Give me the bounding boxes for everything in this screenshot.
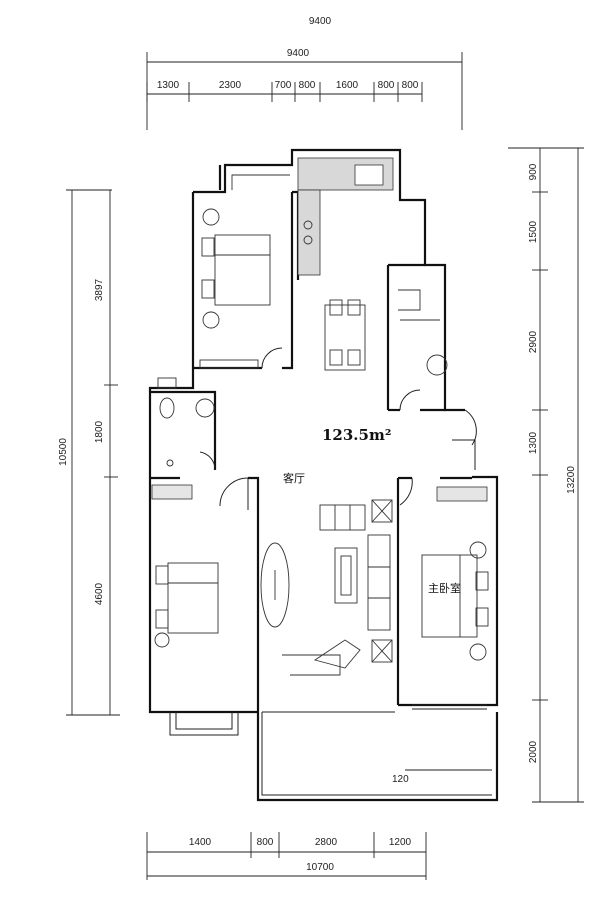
- left-seg-3: 4600: [94, 582, 105, 605]
- main-bathroom: [398, 289, 448, 411]
- window-sill: [157, 377, 177, 389]
- bottom-seg-2: 800: [257, 837, 274, 848]
- entrance: [452, 409, 477, 470]
- top-seg-4: 800: [299, 80, 316, 91]
- wardrobe: [151, 484, 193, 500]
- bed: [214, 234, 271, 306]
- pillow: [475, 571, 489, 591]
- pillow: [155, 609, 169, 629]
- side-table: [371, 499, 393, 523]
- southwest-bedroom: [151, 478, 249, 648]
- door-swing: [399, 389, 421, 411]
- balcony: 120: [392, 769, 492, 785]
- left-seg-2: 1800: [94, 420, 105, 443]
- nightstand-lamp-icon: [469, 541, 487, 559]
- right-dimension-chain: 900 1500 2900 1300 2000 13200: [508, 147, 584, 803]
- nightstand-lamp-icon: [202, 208, 220, 226]
- door-swing: [261, 347, 283, 369]
- top-overall-dim: 9400: [287, 48, 310, 59]
- master-bed: [421, 554, 478, 638]
- pillow: [155, 565, 169, 585]
- bottom-seg-4: 1200: [389, 837, 412, 848]
- sofa-top: [319, 504, 366, 531]
- top-seg-5: 1600: [336, 80, 359, 91]
- guest-bathroom: [157, 377, 216, 471]
- right-seg-5: 2000: [528, 740, 539, 763]
- bottom-dimension-chain: 1400 800 2800 1200 10700: [146, 832, 427, 880]
- coffee-table: [334, 547, 358, 604]
- kitchen-sink: [354, 164, 384, 186]
- washbasin-icon: [195, 398, 215, 418]
- top-seg-7: 800: [402, 80, 419, 91]
- dining-chair: [347, 299, 361, 316]
- top-seg-3: 700: [275, 80, 292, 91]
- entry-door-swing: [464, 409, 477, 446]
- dining-table: [324, 304, 366, 371]
- floor-drain-icon: [166, 459, 174, 467]
- top-overall-faint: 9400: [309, 16, 332, 27]
- nightstand-lamp-icon: [154, 632, 170, 648]
- top-seg-1: 1300: [157, 80, 180, 91]
- bed: [167, 562, 219, 634]
- kitchen: [231, 157, 394, 276]
- left-dimension-chain: 10500 3897 1800 4600: [58, 189, 120, 716]
- left-overall-dim: 10500: [58, 438, 69, 466]
- dining-chair: [347, 349, 361, 366]
- stove-burner-icon: [303, 220, 313, 230]
- dining-chair: [329, 299, 343, 316]
- interior-walls: [150, 190, 472, 705]
- pillow: [201, 237, 215, 257]
- wardrobe: [436, 486, 488, 502]
- sofa-side: [367, 534, 391, 631]
- dining-area: [324, 299, 366, 371]
- door-swing: [199, 451, 216, 471]
- pillow: [201, 279, 215, 299]
- top-seg-2: 2300: [219, 80, 242, 91]
- right-seg-4: 1300: [528, 431, 539, 454]
- door-swing: [399, 477, 413, 506]
- armchair: [313, 639, 361, 669]
- shower-icon: [426, 354, 448, 376]
- north-bedroom: [199, 208, 283, 369]
- exterior-walls: [148, 148, 499, 802]
- master-bedroom: 主卧室: [399, 477, 489, 661]
- windows: [169, 704, 492, 796]
- stove-burner-icon: [303, 235, 313, 245]
- nightstand-lamp-icon: [469, 643, 487, 661]
- left-seg-1: 3897: [94, 278, 105, 301]
- bottom-seg-1: 1400: [189, 837, 212, 848]
- wardrobe: [199, 359, 259, 369]
- tv-cabinet: [260, 542, 290, 628]
- kitchen-side-counter: [297, 189, 321, 276]
- side-table: [371, 639, 393, 663]
- top-seg-6: 800: [378, 80, 395, 91]
- right-seg-2: 1500: [528, 220, 539, 243]
- living-room: 客厅 123.5m²: [219, 426, 393, 676]
- bottom-seg-3: 2800: [315, 837, 338, 848]
- balcony-mark: 120: [392, 774, 409, 785]
- top-dimension-chain: 9400 9400 1300 2300 700 800 1600 800 800: [146, 16, 463, 130]
- dining-chair: [329, 349, 343, 366]
- right-seg-1: 900: [528, 163, 539, 180]
- door-swing: [219, 477, 249, 507]
- area-label: 123.5m²: [322, 426, 391, 444]
- toilet-icon: [159, 397, 175, 419]
- pillow: [475, 607, 489, 627]
- nightstand-lamp-icon: [202, 311, 220, 329]
- right-overall-dim: 13200: [566, 466, 577, 494]
- right-seg-3: 2900: [528, 330, 539, 353]
- living-room-label: 客厅: [283, 471, 305, 485]
- bottom-overall-dim: 10700: [306, 862, 334, 873]
- master-bedroom-label: 主卧室: [428, 581, 461, 595]
